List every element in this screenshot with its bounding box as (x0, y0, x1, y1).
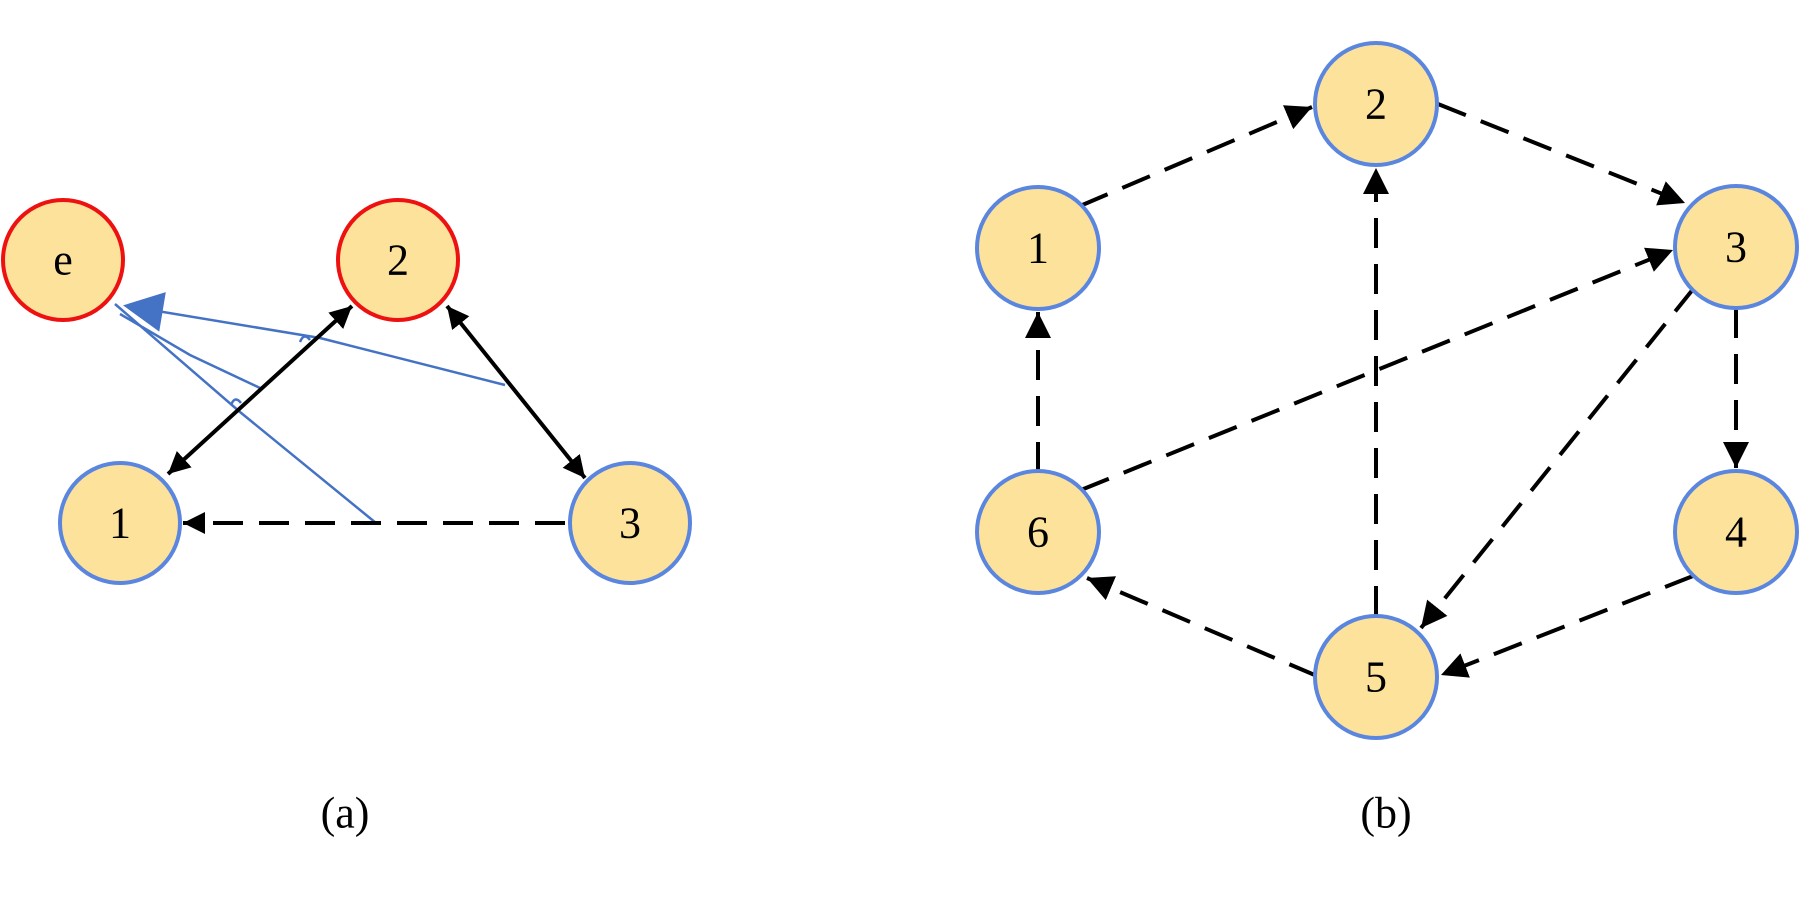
node-b-3: 3 (1673, 184, 1799, 310)
node-b-2-label: 2 (1365, 80, 1387, 129)
node-a-2: 2 (336, 198, 460, 322)
edge-a-1-2 (166, 304, 354, 476)
node-b-5: 5 (1313, 614, 1439, 740)
edge-b-4-5 (1440, 574, 1694, 678)
edge-a-3-to-e (114, 292, 506, 524)
node-b-6: 6 (975, 469, 1101, 595)
node-b-4: 4 (1673, 469, 1799, 595)
node-a-2-label: 2 (387, 236, 409, 285)
edge-a-2-3 (445, 304, 587, 480)
edge-b-5-6 (1086, 576, 1318, 678)
edge-b-2-3 (1437, 102, 1686, 206)
diagram-b: 1 2 3 4 5 6 (b) (975, 41, 1799, 838)
node-a-3: 3 (568, 461, 692, 585)
edge-b-6-3 (1080, 247, 1674, 492)
caption-a: (a) (321, 789, 370, 838)
node-b-1-label: 1 (1027, 224, 1049, 273)
node-b-6-label: 6 (1027, 508, 1049, 557)
node-a-3-label: 3 (619, 499, 641, 548)
node-b-1: 1 (975, 185, 1101, 311)
node-b-5-label: 5 (1365, 653, 1387, 702)
caption-b: (b) (1360, 789, 1411, 838)
edge-b-1-2 (1079, 105, 1313, 208)
node-a-1-label: 1 (109, 499, 131, 548)
node-a-e-label: e (53, 236, 73, 285)
node-a-e: e (1, 198, 125, 322)
node-a-1: 1 (58, 461, 182, 585)
node-b-4-label: 4 (1725, 508, 1747, 557)
edge-b-3-5 (1419, 286, 1696, 630)
diagram-a: e 2 1 3 (a) (1, 198, 692, 838)
node-b-3-label: 3 (1725, 223, 1747, 272)
node-b-2: 2 (1313, 41, 1439, 167)
